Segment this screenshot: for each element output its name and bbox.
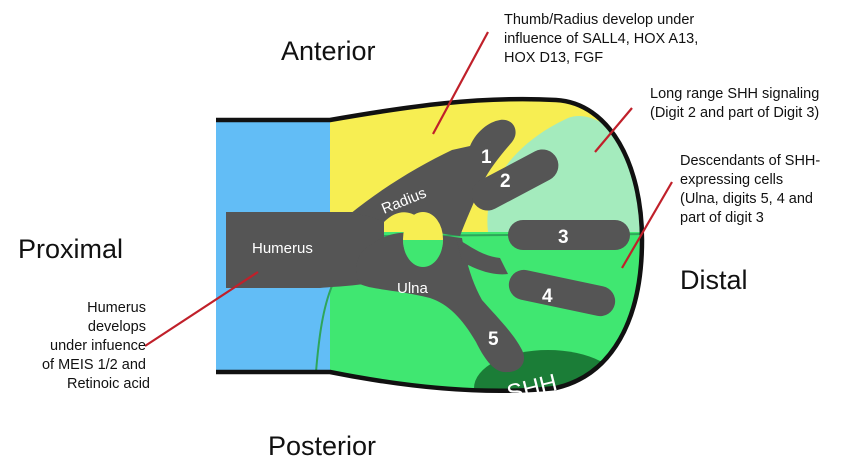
digit-5-label: 5 [488,329,499,350]
distal-label: Distal [680,265,748,295]
annotation-line: influence of SALL4, HOX A13, [504,31,698,47]
annotation-thumb-radius: Thumb/Radius develop under influence of … [504,12,702,66]
annotation-humerus: Humerus develops under infuence of MEIS … [42,300,150,392]
annotation-line: under infuence [50,338,146,354]
proximal-label: Proximal [18,234,123,264]
digit-1-label: 1 [481,147,492,168]
annotation-line: expressing cells [680,172,783,188]
digit-2-label: 2 [500,171,511,192]
annotation-line: Retinoic acid [67,376,150,392]
annotation-long-range: Long range SHH signaling (Digit 2 and pa… [650,86,823,121]
digit-3-label: 3 [558,227,569,248]
digit-3-bone [508,220,630,250]
annotation-line: Descendants of SHH- [680,153,820,169]
annotation-line: (Digit 2 and part of Digit 3) [650,105,819,121]
anterior-label: Anterior [281,36,376,66]
annotation-line: Thumb/Radius develop under [504,12,694,28]
annotation-line: part of digit 3 [680,210,764,226]
annotation-line: Humerus [87,300,146,316]
annotation-line: Long range SHH signaling [650,86,819,102]
digit-4-label: 4 [542,286,553,307]
annotation-line: develops [88,319,146,335]
annotation-line: of MEIS 1/2 and [42,357,146,373]
annotation-line: HOX D13, FGF [504,50,603,66]
annotation-line: (Ulna, digits 5, 4 and [680,191,813,207]
ulna-label: Ulna [397,280,429,297]
posterior-label: Posterior [268,431,376,461]
annotation-descendants: Descendants of SHH- expressing cells (Ul… [680,153,824,226]
humerus-label: Humerus [252,240,313,257]
